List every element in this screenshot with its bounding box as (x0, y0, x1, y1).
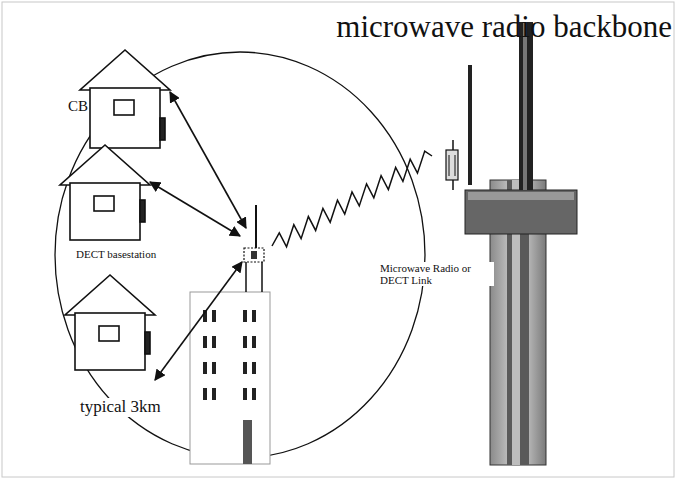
microwave-link-zigzag (272, 151, 432, 247)
office-building (190, 205, 270, 464)
tower (446, 22, 577, 465)
house (60, 145, 150, 240)
link-label: Microwave Radio or DECT Link (378, 262, 494, 286)
window (252, 310, 256, 322)
window (203, 336, 207, 348)
customer-label: CB (68, 98, 88, 115)
range-label: typical 3km (78, 398, 163, 417)
house (80, 50, 170, 148)
window (212, 388, 216, 400)
window (212, 310, 216, 322)
window (243, 310, 247, 322)
window (203, 362, 207, 374)
window (252, 336, 256, 348)
window (203, 388, 207, 400)
window (212, 336, 216, 348)
window (212, 362, 216, 374)
window (243, 388, 247, 400)
window (252, 362, 256, 374)
basestation-label: DECT basestation (76, 248, 156, 260)
slide-title: microwave radio backbone (336, 10, 672, 44)
radio-link-arrow (150, 92, 246, 380)
window (252, 388, 256, 400)
house (65, 275, 155, 370)
window (243, 362, 247, 374)
window (243, 336, 247, 348)
